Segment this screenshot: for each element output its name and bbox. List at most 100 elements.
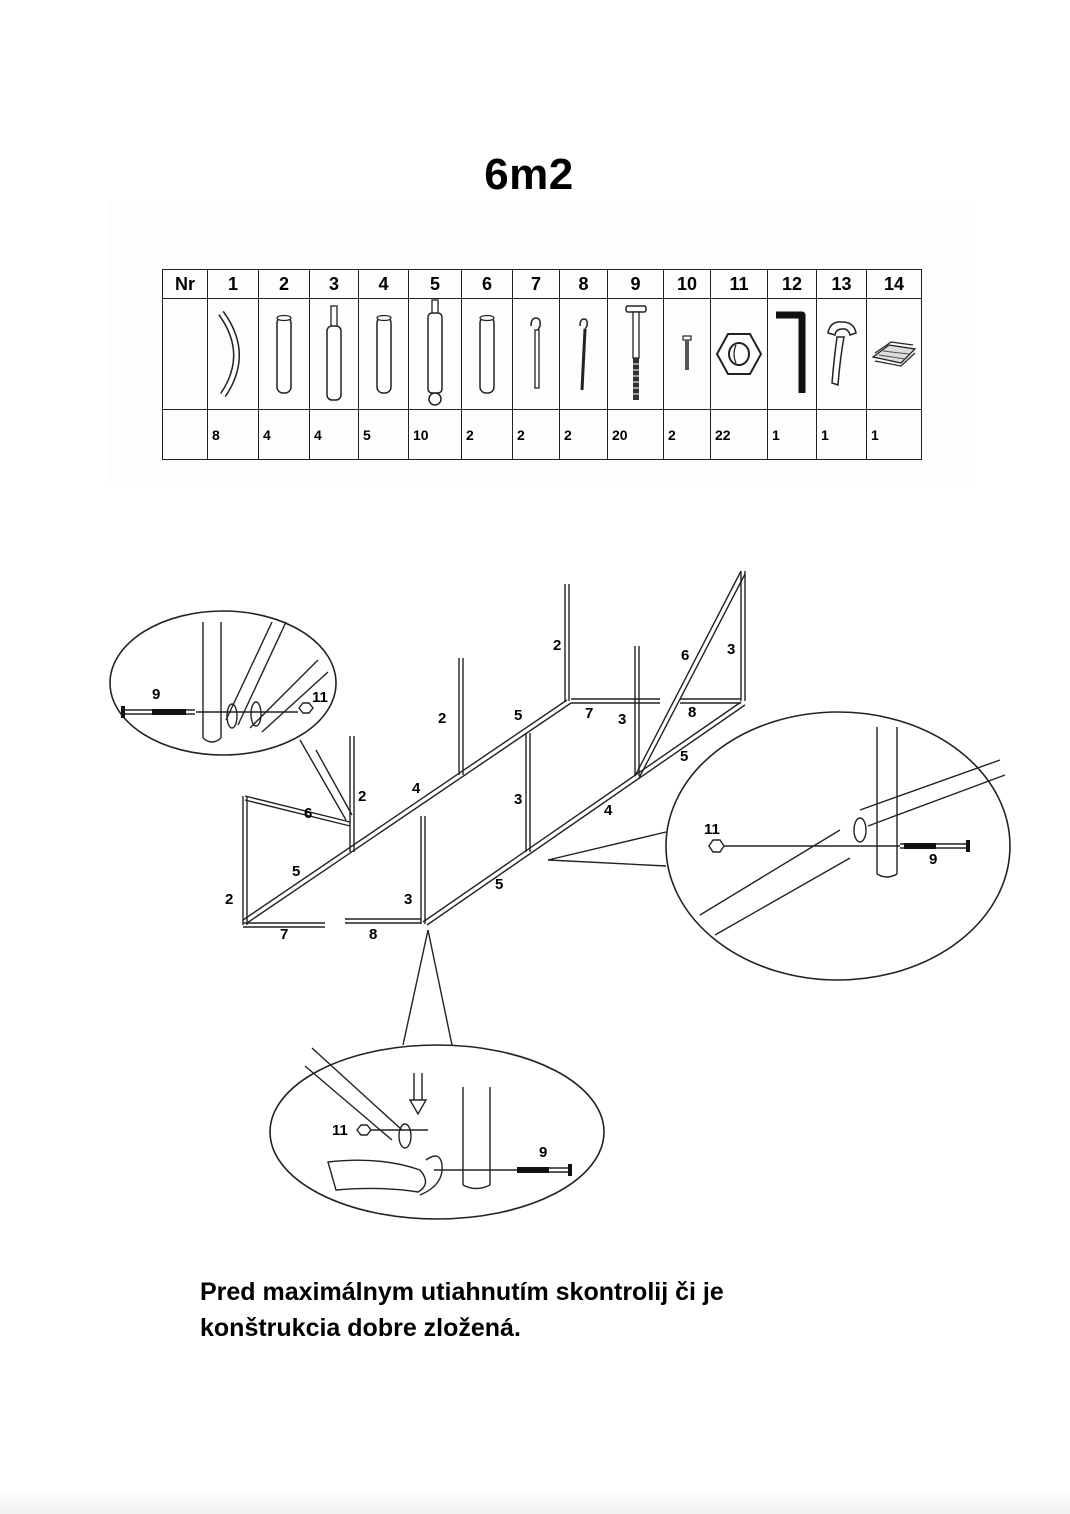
label-3: 3 [514,791,522,808]
part-picture-cell [207,298,259,410]
part-picture-cell [607,298,664,410]
part-number-cell: 9 [607,269,664,299]
nut-details [298,702,725,1136]
label-8: 8 [688,704,696,721]
label-5: 5 [495,876,503,893]
part-number-cell: 10 [663,269,711,299]
part-quantity-cell: 5 [358,409,409,460]
detail-circle-right [665,711,1011,981]
empty-cell [162,409,208,460]
detail-top-left-parts [125,621,329,743]
detail-bottom-parts [304,1047,570,1196]
wrench-icon [826,321,857,387]
label-7: 7 [280,926,288,943]
label-11: 11 [704,821,720,838]
part-quantity-cell: 4 [309,409,359,460]
part-quantity-cell: 22 [710,409,768,460]
label-4: 4 [412,780,421,797]
label-2: 2 [438,710,446,727]
part-number-cell: 13 [816,269,867,299]
long-bolt-icon [624,305,647,400]
part-quantity-cell: 4 [258,409,310,460]
tube-icon [276,314,292,394]
part-number-cell: 4 [358,269,409,299]
part-quantity-cell: 2 [663,409,711,460]
label-6: 6 [681,647,689,664]
label-9: 9 [152,686,160,703]
parts-quantity-row: 8 4 4 5 10 2 2 2 20 2 22 1 1 1 [162,409,922,460]
tube-icon [479,314,495,394]
label-3: 3 [727,641,735,658]
label-7: 7 [585,705,593,722]
part-picture-cell [663,298,711,410]
label-11: 11 [332,1122,348,1139]
cover-sheet-icon [871,341,917,367]
part-picture-cell [559,298,608,410]
nr-header-cell: Nr [162,269,208,299]
detail-circle-top-left [109,610,337,756]
part-quantity-cell: 2 [512,409,560,460]
part-number-cell: 3 [309,269,359,299]
label-4: 4 [604,802,613,819]
label-2: 2 [553,637,561,654]
page-bottom-shade [0,1490,1070,1514]
label-5: 5 [514,707,522,724]
part-picture-cell [309,298,359,410]
allen-key-icon [776,311,806,393]
parts-table: Nr 1 2 3 4 5 6 7 8 9 10 11 12 13 14 [162,269,922,460]
part-quantity-cell: 2 [461,409,513,460]
frame-tubes [242,570,746,928]
label-8: 8 [369,926,377,943]
detail-callout-lines [299,739,667,1046]
page-title: 6m2 [484,150,574,199]
label-5: 5 [292,863,300,880]
part-number-cell: 2 [258,269,310,299]
part-number-cell: 11 [710,269,768,299]
part-picture-cell [258,298,310,410]
part-number-cell: 5 [408,269,462,299]
label-3: 3 [618,711,626,728]
parts-header-row: Nr 1 2 3 4 5 6 7 8 9 10 11 12 13 14 [162,269,922,299]
label-6: 6 [304,805,312,822]
label-9: 9 [929,851,937,868]
part-picture-cell [461,298,513,410]
part-picture-cell [358,298,409,410]
part-number-cell: 6 [461,269,513,299]
detail-right-parts [699,727,1006,936]
tube-with-reduced-end-icon [326,305,342,401]
label-9: 9 [539,1144,547,1161]
part-picture-cell [512,298,560,410]
bolt-details [121,706,970,1176]
part-quantity-cell: 20 [607,409,664,460]
hook-rod-icon [530,317,541,389]
label-2: 2 [225,891,233,908]
label-5: 5 [680,748,688,765]
part-quantity-cell: 2 [559,409,608,460]
part-number-cell: 8 [559,269,608,299]
part-quantity-cell: 10 [408,409,462,460]
part-quantity-cell: 1 [866,409,922,460]
parts-picture-row [162,298,922,410]
note-line-1: Pred maximálnym utiahnutím skontrolij či… [200,1278,724,1306]
part-quantity-cell: 1 [767,409,817,460]
note-line-2: konštrukcia dobre zložená. [200,1314,521,1342]
tube-icon [375,314,392,394]
label-3: 3 [404,891,412,908]
hook-rod-icon [578,318,588,391]
detail-circle-bottom [269,1044,605,1220]
part-number-cell: 14 [866,269,922,299]
label-11: 11 [312,689,328,706]
part-quantity-cell: 1 [816,409,867,460]
small-screw-icon [682,335,692,370]
assembly-note: Pred maximálnym utiahnutím skontrolij či… [200,1274,900,1346]
part-picture-cell [816,298,867,410]
curved-arc-bar-icon [218,310,240,397]
part-number-cell: 7 [512,269,560,299]
label-2: 2 [358,788,366,805]
part-picture-cell [408,298,462,410]
part-picture-cell [866,298,922,410]
part-number-cell: 12 [767,269,817,299]
part-number-cell: 1 [207,269,259,299]
part-picture-cell [710,298,768,410]
part-picture-cell [767,298,817,410]
